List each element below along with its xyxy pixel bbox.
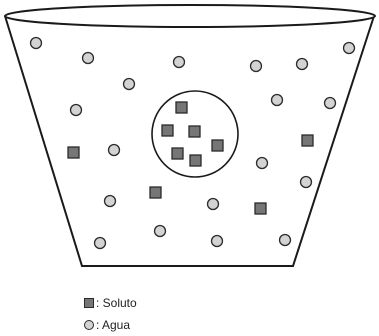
water-particle xyxy=(342,41,356,55)
water-particle xyxy=(107,143,121,157)
legend-solute-label: : Soluto xyxy=(96,296,137,310)
water-particle xyxy=(255,156,269,170)
water-particle xyxy=(206,197,220,211)
water-particle xyxy=(172,55,186,69)
water-particle xyxy=(153,224,167,238)
solute-particle xyxy=(175,101,188,114)
water-particle xyxy=(278,233,292,247)
solute-particle xyxy=(67,146,80,159)
water-particle xyxy=(210,234,224,248)
solute-swatch-icon xyxy=(84,298,94,308)
solute-particle xyxy=(188,125,201,138)
water-particle xyxy=(103,194,117,208)
solute-particle xyxy=(189,154,202,167)
water-particles xyxy=(29,36,356,250)
water-particle xyxy=(69,103,83,117)
water-particle xyxy=(295,57,309,71)
water-particle xyxy=(323,96,337,110)
solute-particle xyxy=(211,139,224,152)
water-particle xyxy=(93,236,107,250)
water-particle xyxy=(29,36,43,50)
water-particle xyxy=(81,51,95,65)
vessel-rim xyxy=(4,4,376,28)
water-swatch-icon xyxy=(84,320,94,330)
solute-particle xyxy=(254,202,267,215)
solute-particle xyxy=(149,186,162,199)
solute-particle xyxy=(301,134,314,147)
solute-particle xyxy=(161,124,174,137)
water-particle xyxy=(299,175,313,189)
legend-solute: : Soluto xyxy=(84,296,137,310)
water-particle xyxy=(122,77,136,91)
water-particle xyxy=(270,93,284,107)
solute-particle xyxy=(171,147,184,160)
legend-water: : Agua xyxy=(84,318,130,332)
legend-water-label: : Agua xyxy=(96,318,131,332)
water-particle xyxy=(249,59,263,73)
solute-particles xyxy=(67,101,314,215)
